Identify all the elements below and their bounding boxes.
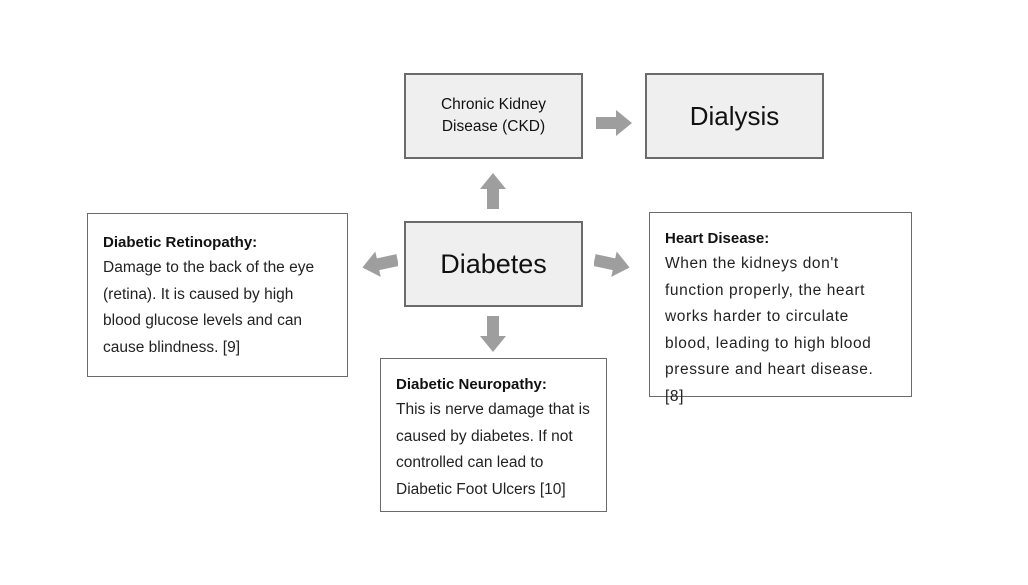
heart-disease-title: Heart Disease:: [665, 230, 770, 247]
neuropathy-title: Diabetic Neuropathy:: [396, 376, 547, 393]
retinopathy-node: Diabetic Retinopathy: Damage to the back…: [87, 213, 348, 377]
arrow-diabetes-to-heart-disease: [594, 250, 632, 278]
diabetes-label: Diabetes: [440, 248, 547, 279]
dialysis-node: Dialysis: [645, 73, 824, 159]
arrow-diabetes-to-neuropathy: [480, 316, 506, 352]
heart-disease-node: Heart Disease: When the kidneys don't fu…: [649, 212, 912, 405]
arrow-diabetes-to-ckd: [480, 173, 506, 209]
neuropathy-body: This is nerve damage that is caused by d…: [396, 401, 590, 498]
retinopathy-title: Diabetic Retinopathy:: [103, 234, 258, 251]
neuropathy-node: Diabetic Neuropathy: This is nerve damag…: [380, 358, 607, 512]
heart-disease-body: When the kidneys don't function properly…: [665, 255, 874, 405]
ckd-label: Chronic Kidney Disease (CKD): [440, 96, 547, 135]
dialysis-label: Dialysis: [689, 100, 780, 131]
retinopathy-body: Damage to the back of the eye (retina). …: [103, 259, 315, 356]
arrow-ckd-to-dialysis: [596, 110, 632, 136]
arrow-diabetes-to-retinopathy: [360, 250, 398, 278]
ckd-node: Chronic Kidney Disease (CKD): [404, 73, 583, 159]
diabetes-node: Diabetes: [404, 221, 583, 307]
